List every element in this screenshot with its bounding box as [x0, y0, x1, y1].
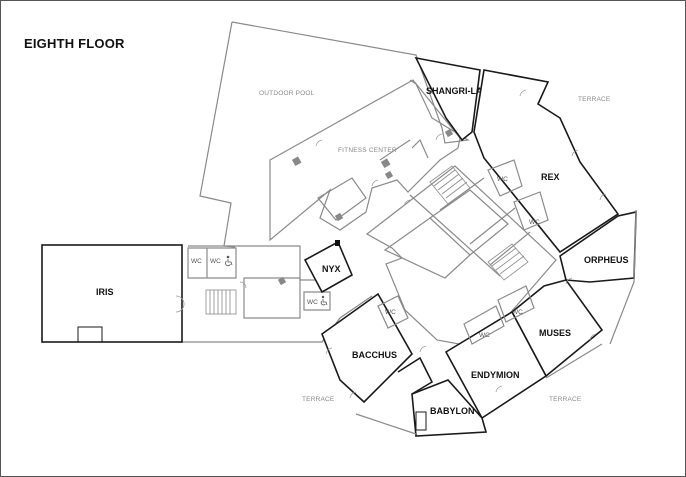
fitness-inner-wall [317, 138, 429, 221]
room-babylon[interactable] [411, 379, 488, 437]
wc-label-west-1: WC [191, 258, 202, 265]
iris-service-niche [77, 326, 103, 343]
rex-restrooms [487, 159, 549, 231]
room-shangri-la[interactable] [414, 56, 481, 142]
room-label-rex: REX [541, 172, 560, 182]
nyx-column [335, 240, 340, 246]
endymion-restrooms [463, 285, 535, 345]
wc-label-endymion-1: WC [479, 332, 490, 339]
door-swings [175, 89, 607, 399]
bacchus-restroom [377, 295, 409, 329]
room-nyx[interactable] [303, 240, 354, 294]
stairs-core-north [429, 165, 471, 205]
room-label-bacchus: BACCHUS [352, 350, 397, 360]
floor-title: EIGHTH FLOOR [24, 36, 125, 51]
wheelchair-icon [225, 255, 233, 267]
room-label-nyx: NYX [322, 264, 341, 274]
room-iris[interactable] [41, 244, 183, 343]
core-divider-2 [383, 217, 471, 279]
stairs-core-south [487, 243, 529, 281]
west-corridor-top [188, 245, 322, 281]
central-core [365, 165, 557, 347]
room-label-endymion: ENDYMION [471, 370, 520, 380]
room-label-babylon: BABYLON [430, 406, 475, 416]
terrace-se-edge [545, 343, 603, 379]
structural-columns [277, 128, 454, 286]
fitness-center-outline [269, 79, 461, 242]
wc-label-bacchus: WC [385, 309, 396, 316]
area-label-terrace-se: TERRACE [549, 396, 582, 403]
wheelchair-icon [320, 295, 328, 306]
wc-label-rex-1: WC [497, 176, 508, 183]
area-label-fitness-center: FITNESS CENTER [338, 147, 397, 154]
room-label-shangri-la: SHANGRI-LA [426, 86, 483, 96]
room-endymion[interactable] [444, 310, 548, 420]
room-label-orpheus: ORPHEUS [584, 255, 629, 265]
room-bacchus[interactable] [321, 292, 413, 404]
outdoor-pool-outline [199, 21, 470, 248]
wc-label-rex-2: WC [529, 219, 540, 226]
room-label-muses: MUSES [539, 328, 571, 338]
core-divider-1 [409, 194, 501, 277]
babylon-service-passage [397, 356, 434, 395]
core-inner-box [429, 189, 509, 256]
room-label-iris: IRIS [96, 287, 114, 297]
wc-label-west-2: WC [210, 258, 221, 265]
wc-label-nyx: WC [307, 299, 318, 306]
west-restrooms [187, 247, 237, 279]
area-label-terrace-ne: TERRACE [578, 96, 611, 103]
area-label-terrace-sw: TERRACE [302, 396, 335, 403]
area-label-outdoor-pool: OUTDOOR POOL [259, 90, 315, 97]
west-lobby [243, 277, 301, 319]
terrace-sw-edge [355, 413, 417, 435]
room-rex[interactable] [473, 69, 620, 254]
babylon-closet [415, 411, 427, 431]
stairs-west [205, 289, 237, 315]
wc-label-endymion-2: WC [512, 309, 523, 316]
orpheus-outer-edge [609, 209, 637, 345]
